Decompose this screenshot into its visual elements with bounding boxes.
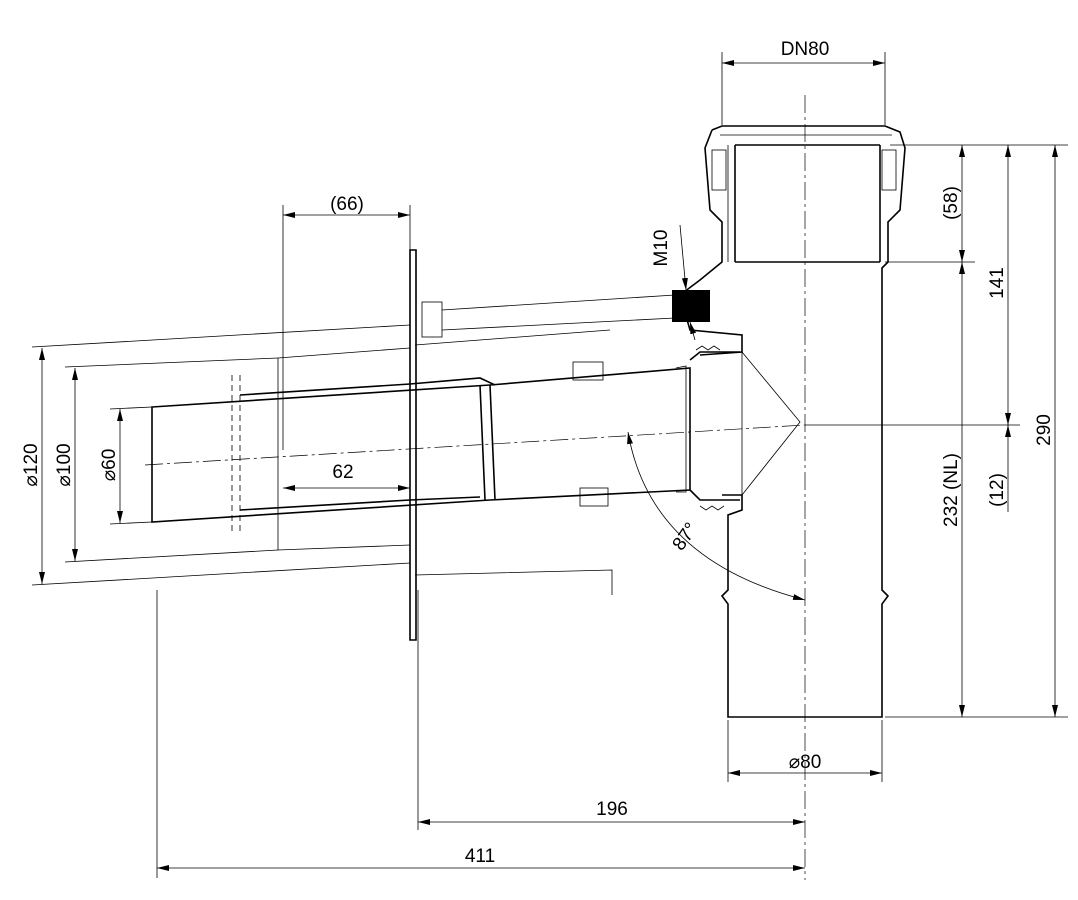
label-d120: ⌀120 (21, 443, 42, 486)
label-d60: ⌀60 (99, 449, 120, 482)
dimension-lines (39, 60, 1058, 871)
label-232-nl: 232 (NL) (941, 453, 962, 527)
dimension-labels: DN80 (66) 62 ⌀80 196 411 (58) 141 290 23… (21, 39, 1055, 867)
label-62: 62 (332, 462, 353, 483)
label-66: (66) (330, 194, 364, 215)
label-angle-87: 87° (669, 519, 703, 555)
label-290: 290 (1034, 414, 1055, 446)
vertical-pipe (679, 125, 906, 718)
label-196: 196 (596, 799, 628, 820)
extension-lines (31, 52, 1068, 878)
label-dn80: DN80 (781, 39, 830, 60)
label-411: 411 (465, 846, 495, 867)
label-12: (12) (987, 473, 1008, 507)
label-58: (58) (941, 186, 962, 220)
label-m10: M10 (651, 230, 672, 267)
label-141: 141 (987, 267, 1008, 299)
horizontal-pipe (144, 249, 806, 641)
label-d80: ⌀80 (789, 752, 822, 773)
label-d100: ⌀100 (54, 443, 75, 486)
